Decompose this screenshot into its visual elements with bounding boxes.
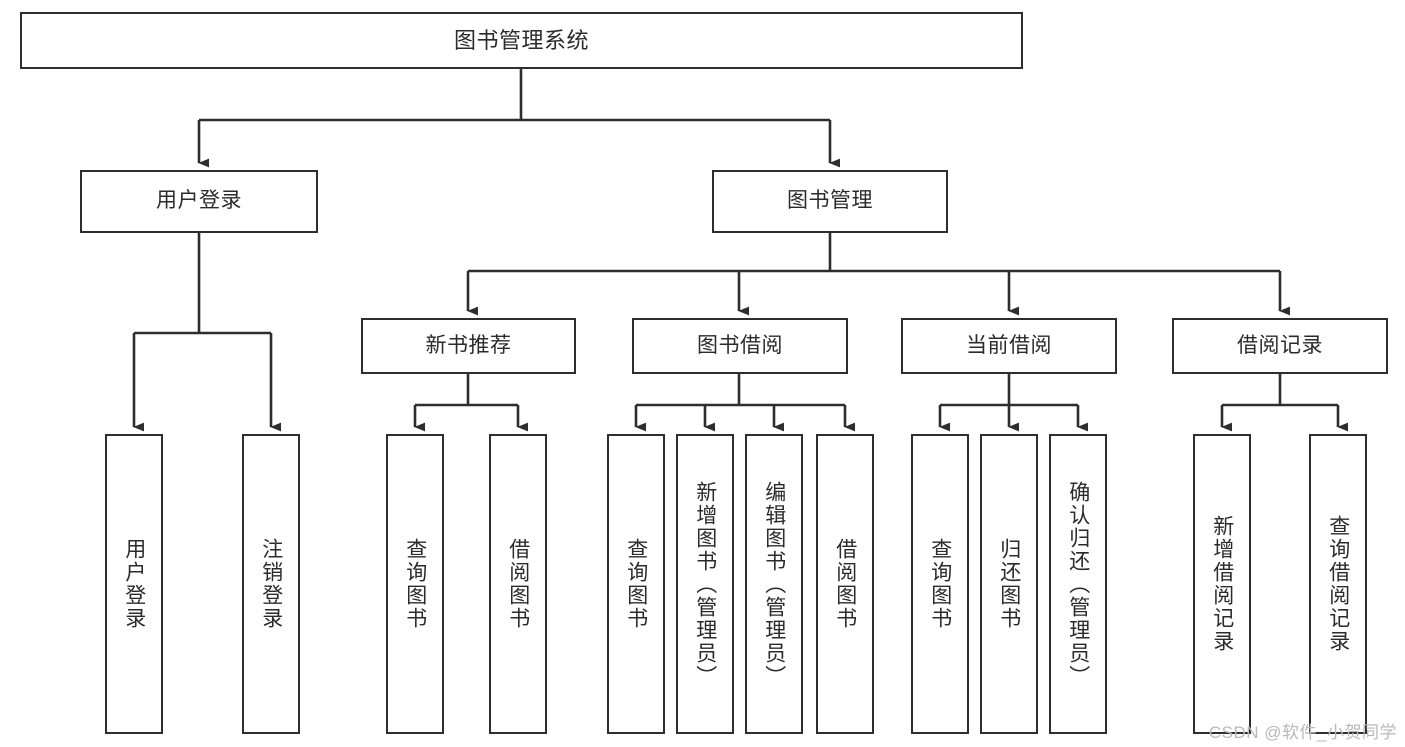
node-label: 图书借阅 bbox=[697, 333, 783, 357]
node-label: 借阅图书 bbox=[506, 538, 530, 630]
node-book-management[interactable]: 图书管理 bbox=[712, 170, 948, 233]
node-label: 借阅图书 bbox=[833, 538, 857, 630]
node-current-borrowing[interactable]: 当前借阅 bbox=[901, 318, 1117, 374]
leaf-add-borrow-record[interactable]: 新增借阅记录 bbox=[1193, 434, 1251, 734]
leaf-borrow-books-new[interactable]: 借阅图书 bbox=[489, 434, 547, 734]
node-borrowing-records[interactable]: 借阅记录 bbox=[1172, 318, 1388, 374]
leaf-query-books-new[interactable]: 查询图书 bbox=[386, 434, 444, 734]
node-label: 新增借阅记录 bbox=[1210, 515, 1234, 653]
csdn-watermark: CSDN @软件_小贺同学 bbox=[1208, 723, 1397, 742]
node-root-book-management-system[interactable]: 图书管理系统 bbox=[20, 12, 1023, 69]
leaf-confirm-return-admin[interactable]: 确认归还（管理员） bbox=[1049, 434, 1107, 734]
node-label: 借阅记录 bbox=[1237, 333, 1323, 357]
node-label: 新增图书（管理员） bbox=[693, 480, 717, 688]
node-label: 查询图书 bbox=[624, 538, 648, 630]
node-label: 归还图书 bbox=[997, 538, 1021, 630]
leaf-user-login[interactable]: 用户登录 bbox=[105, 434, 163, 734]
node-label: 用户登录 bbox=[156, 189, 242, 213]
node-book-borrowing[interactable]: 图书借阅 bbox=[632, 318, 848, 374]
leaf-query-books-borrow[interactable]: 查询图书 bbox=[607, 434, 665, 734]
leaf-return-books[interactable]: 归还图书 bbox=[980, 434, 1038, 734]
node-label: 查询借阅记录 bbox=[1326, 515, 1350, 653]
node-label: 当前借阅 bbox=[966, 333, 1052, 357]
leaf-logout[interactable]: 注销登录 bbox=[242, 434, 300, 734]
leaf-add-book-admin[interactable]: 新增图书（管理员） bbox=[676, 434, 734, 734]
leaf-query-books-current[interactable]: 查询图书 bbox=[911, 434, 969, 734]
node-label: 编辑图书（管理员） bbox=[762, 480, 786, 688]
node-label: 确认归还（管理员） bbox=[1066, 480, 1090, 688]
node-label: 新书推荐 bbox=[425, 333, 512, 357]
node-user-login[interactable]: 用户登录 bbox=[80, 170, 318, 233]
node-label: 注销登录 bbox=[259, 538, 283, 630]
node-label: 查询图书 bbox=[928, 538, 952, 630]
leaf-borrow-books-borrow[interactable]: 借阅图书 bbox=[816, 434, 874, 734]
leaf-query-borrow-record[interactable]: 查询借阅记录 bbox=[1309, 434, 1367, 734]
node-label: 图书管理系统 bbox=[453, 27, 589, 53]
node-label: 图书管理 bbox=[787, 189, 873, 213]
node-new-book-recommendation[interactable]: 新书推荐 bbox=[361, 318, 576, 374]
node-label: 查询图书 bbox=[403, 538, 427, 630]
node-label: 用户登录 bbox=[122, 538, 146, 630]
leaf-edit-book-admin[interactable]: 编辑图书（管理员） bbox=[745, 434, 803, 734]
